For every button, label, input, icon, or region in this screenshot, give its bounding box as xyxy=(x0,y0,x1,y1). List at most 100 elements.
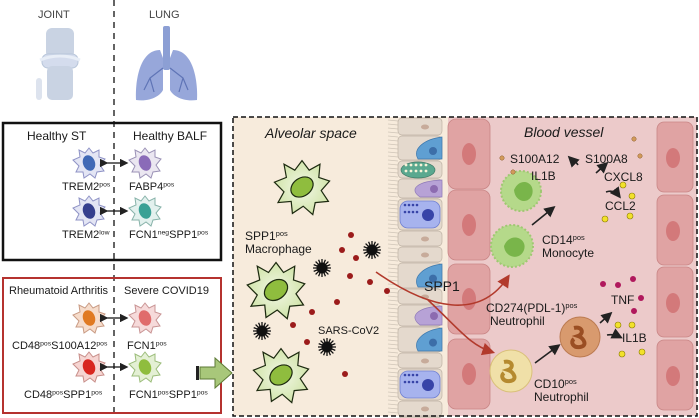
label-base: SPP1 xyxy=(245,229,276,244)
label-sup: pos xyxy=(40,340,52,348)
fabp4-pos-label: FABP4pos xyxy=(129,181,175,193)
label-base: FCN1 xyxy=(129,229,158,241)
fcn1-spp1-macrophage-icon xyxy=(128,351,162,383)
main-panel-border xyxy=(232,116,698,417)
label-line2: Neutrophil xyxy=(534,390,589,405)
trem2-pos-macrophage-icon xyxy=(72,147,106,179)
lung-label: LUNG xyxy=(149,9,180,21)
transition-arrow-icon xyxy=(196,356,233,390)
spp1-macrophage-icon xyxy=(273,160,331,216)
label-sup: low xyxy=(99,229,110,237)
cytokine-il1b-monocyte: IL1B xyxy=(531,169,556,183)
alveolar-space-title: Alveolar space xyxy=(265,125,357,141)
label-sup: pos xyxy=(91,389,103,397)
cytokine-s100a12: S100A12 xyxy=(510,152,560,166)
virus-icon xyxy=(252,321,272,341)
cd48-s100a12-macrophage-icon xyxy=(72,302,106,334)
label-sup: pos xyxy=(96,340,108,348)
fcn1-pos-label: FCN1pos xyxy=(127,340,167,352)
cd48-spp1-macrophage-icon xyxy=(72,351,106,383)
virus-icon xyxy=(362,240,382,260)
cytokine-ccl2: CCL2 xyxy=(605,199,636,213)
fcn1neg-spp1pos-macrophage-icon xyxy=(128,195,162,227)
label-sup: pos xyxy=(52,389,64,397)
label-base: TREM2 xyxy=(62,181,100,193)
cytokine-release-arrows xyxy=(567,155,623,339)
label-base: CD48 xyxy=(12,340,41,352)
blood-vessel-title: Blood vessel xyxy=(524,124,604,140)
fcn1neg-spp1pos-label: FCN1negSPP1pos xyxy=(129,229,209,241)
label-sup: pos xyxy=(163,181,175,189)
virus-icon xyxy=(312,258,332,278)
healthy-balf-title: Healthy BALF xyxy=(133,129,208,143)
joint-label: JOINT xyxy=(38,9,70,21)
label-base: CD10 xyxy=(534,377,565,392)
magenta-cytokine-dots xyxy=(600,276,644,314)
label-sup: pos xyxy=(196,389,208,397)
cytokine-il1b-neutrophil: IL1B xyxy=(622,331,647,345)
label-base: TREM2 xyxy=(62,229,100,241)
cd274-neutrophil-icon xyxy=(559,316,601,358)
label-sup: pos xyxy=(275,229,288,238)
endothelium-right xyxy=(656,121,694,411)
fabp4-pos-macrophage-icon xyxy=(128,147,162,179)
fcn1-pos-macrophage-icon xyxy=(128,302,162,334)
cd10-neutrophil-icon xyxy=(489,349,533,393)
sars-cov2-label: SARS-CoV2 xyxy=(318,325,380,337)
label-sup: pos xyxy=(197,229,209,237)
cd14-monocyte-icon xyxy=(490,224,534,268)
label-line2: Monocyte xyxy=(542,246,595,261)
label-sup: pos xyxy=(155,340,167,348)
rheumatoid-arthritis-title: Rheumatoid Arthritis xyxy=(9,285,109,297)
label-base: S100A12 xyxy=(51,340,97,352)
severe-covid19-title: Severe COVID19 xyxy=(124,285,209,297)
label-base: CD14 xyxy=(542,233,573,248)
cytokine-tnf: TNF xyxy=(611,293,635,307)
label-sup: pos xyxy=(99,181,111,189)
fcn1-spp1-label: FCN1posSPP1pos xyxy=(129,389,208,401)
lung-icon xyxy=(135,26,198,101)
disease-bidirectional-arrows xyxy=(100,313,129,372)
trem2-pos-label: TREM2pos xyxy=(62,181,111,193)
label-line2: Macrophage xyxy=(245,242,312,257)
joint-icon xyxy=(36,28,81,100)
spp1-signal-arrows xyxy=(375,271,510,356)
healthy-st-title: Healthy ST xyxy=(27,129,87,143)
spp1-macrophage-icon xyxy=(252,348,310,404)
yellow-cytokine-dots xyxy=(601,181,646,358)
label-base: SPP1 xyxy=(63,389,92,401)
spp1-label: SPP1 xyxy=(424,278,460,294)
healthy-box xyxy=(1,121,223,262)
label-base: CD274(PDL-1) xyxy=(486,301,566,316)
differentiation-arrows xyxy=(531,205,561,364)
cd14-monocyte-top-icon xyxy=(500,170,542,212)
label-sup: pos xyxy=(564,377,577,386)
label-sup: pos xyxy=(572,233,585,242)
label-base: SPP1 xyxy=(169,229,198,241)
trem2-low-label: TREM2low xyxy=(62,229,110,241)
label-line2: Neutrophil xyxy=(490,314,545,329)
cd48-s100a12-label: CD48posS100A12pos xyxy=(12,340,108,352)
label-sup: pos xyxy=(157,389,169,397)
label-base: FABP4 xyxy=(129,181,164,193)
disease-box xyxy=(2,277,222,414)
epithelium xyxy=(387,117,443,418)
spp1-protein-dots xyxy=(290,232,390,377)
spp1-macrophage-icon xyxy=(246,261,306,320)
label-base: CD48 xyxy=(24,389,53,401)
endothelium-left xyxy=(447,118,491,410)
cd48-spp1-label: CD48posSPP1pos xyxy=(24,389,103,401)
label-base: SPP1 xyxy=(168,389,197,401)
label-base: FCN1 xyxy=(127,340,156,352)
label-sup: neg xyxy=(157,229,170,237)
cytokine-cxcl8: CXCL8 xyxy=(604,170,643,184)
orange-cytokine-dots xyxy=(499,136,643,175)
cytokine-s100a8: S100A8 xyxy=(585,152,628,166)
virus-icon xyxy=(317,337,337,357)
trem2-low-macrophage-icon xyxy=(72,195,106,227)
